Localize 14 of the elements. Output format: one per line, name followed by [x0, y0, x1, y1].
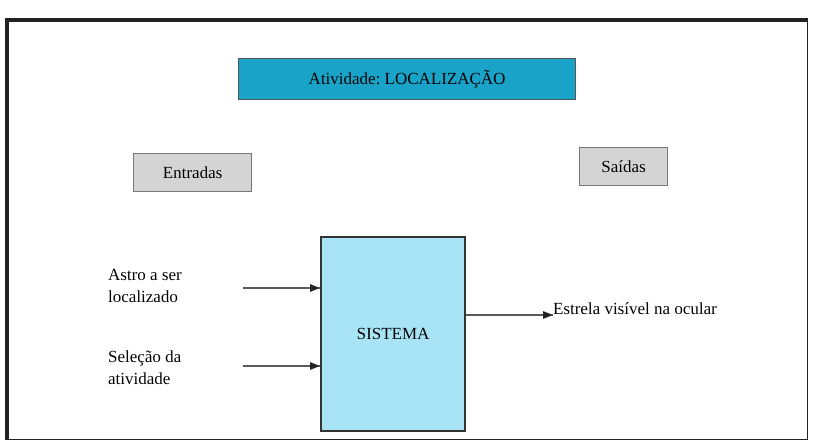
node-label: Saídas	[601, 156, 646, 178]
arrow	[466, 311, 553, 319]
node-label: Seleção da atividade	[108, 346, 182, 390]
system-box	[320, 236, 466, 432]
node-label: SISTEMA	[356, 323, 430, 346]
arrow	[243, 284, 320, 292]
input-label-box	[133, 153, 252, 192]
title-box	[238, 58, 576, 100]
arrow	[243, 362, 320, 370]
output-label-box	[579, 147, 668, 186]
node-label: Estrela visível na ocular	[553, 298, 717, 320]
node-label: Entradas	[162, 162, 222, 184]
node-label: Atividade: LOCALIZAÇÃO	[308, 68, 506, 90]
node-label: Astro a ser localizado	[108, 264, 183, 308]
